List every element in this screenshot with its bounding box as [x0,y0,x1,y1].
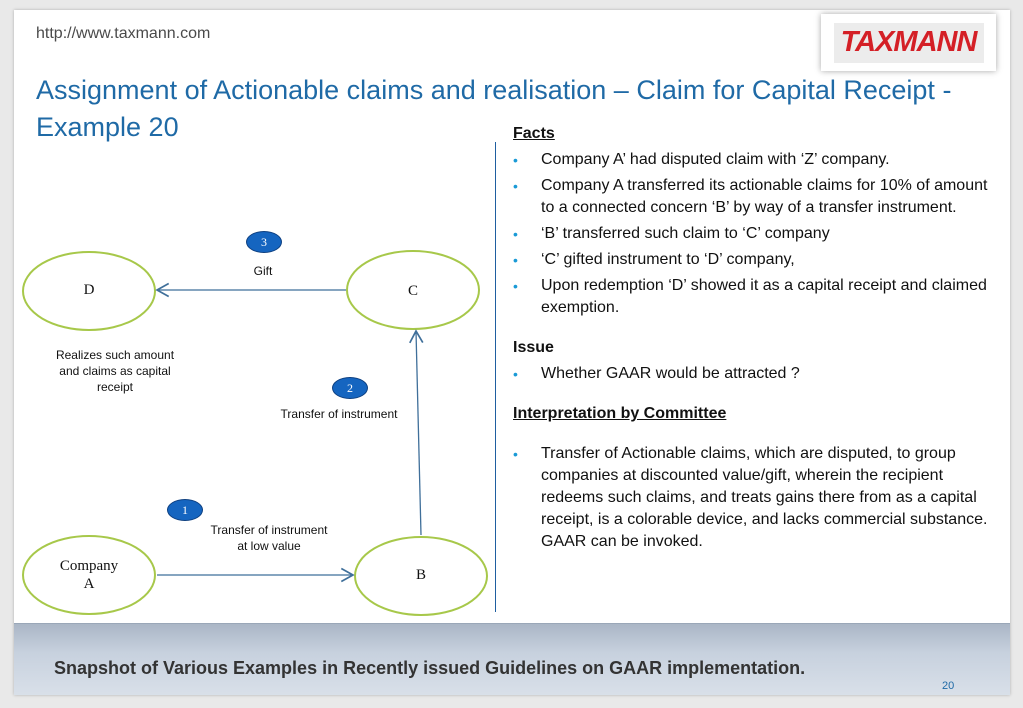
node-company-a-line1: Company [59,558,119,574]
bullet-icon: • [513,252,518,268]
logo-text: TAXMANN [840,26,978,58]
step-2-badge: 2 [332,377,368,399]
step-1-label-line2: at low value [237,539,301,553]
node-c-ellipse [346,250,480,330]
interpretation-list: • Transfer of Actionable claims, which ar… [513,443,993,553]
interpretation-heading: Interpretation by Committee [513,405,727,422]
website-url[interactable]: http://www.taxmann.com [36,25,211,42]
facts-panel: Facts • Company A’ had disputed claim wit… [513,123,993,557]
fact-text: Company A transferred its actionable cla… [541,177,988,216]
column-divider [495,142,496,612]
step-1-badge: 1 [167,499,203,521]
interpretation-text: Transfer of Actionable claims, which are… [541,445,988,550]
list-item: • ‘B’ transferred such claim to ‘C’ compa… [513,223,993,245]
slide-title: Assignment of Actionable claims and real… [36,75,952,142]
page-number: 20 [942,680,955,692]
bullet-icon: • [513,446,518,462]
node-d-note: Realizes such amount and claims as capit… [40,347,190,395]
bullet-icon: • [513,226,518,242]
fact-text: Upon redemption ‘D’ showed it as a capit… [541,277,987,316]
node-d-label: D [54,282,124,299]
list-item: • ‘C’ gifted instrument to ‘D’ company, [513,249,993,271]
node-b-ellipse [354,536,488,616]
bullet-icon: • [513,178,518,194]
step-3-label: Gift [253,264,273,278]
list-item: • Company A’ had disputed claim with ‘Z’ … [513,149,993,171]
facts-list: • Company A’ had disputed claim with ‘Z’ … [513,149,993,319]
bullet-icon: • [513,152,518,168]
footer-text: Snapshot of Various Examples in Recently… [54,658,806,678]
list-item: • Transfer of Actionable claims, which ar… [513,443,993,553]
fact-text: ‘C’ gifted instrument to ‘D’ company, [541,251,795,268]
facts-heading: Facts [513,125,555,142]
issue-list: • Whether GAAR would be attracted ? [513,363,993,385]
issue-text: Whether GAAR would be attracted ? [541,365,800,382]
arrow-b-to-c [409,329,424,536]
bullet-icon: • [513,278,518,294]
node-c-label: C [378,283,448,300]
fact-text: ‘B’ transferred such claim to ‘C’ compan… [541,225,830,242]
list-item: • Upon redemption ‘D’ showed it as a capi… [513,275,993,319]
step-1-label: Transfer of instrument at low value [194,522,344,554]
footer-bar: Snapshot of Various Examples in Recently… [14,623,1010,695]
step-3-badge: 3 [246,231,282,253]
node-company-a-ellipse [22,535,156,615]
logo-plate: TAXMANN [833,22,984,63]
node-d-ellipse [22,251,156,331]
node-d-note-line2: and claims as capital [59,364,171,378]
step-2-label: Transfer of instrument [280,407,398,421]
flow-diagram [22,250,488,616]
node-d-text: D [83,282,95,298]
node-company-a-label: Company A [44,557,134,593]
fact-text: Company A’ had disputed claim with ‘Z’ c… [541,151,890,168]
node-d-note-line3: receipt [96,380,134,394]
list-item: • Company A transferred its actionable cl… [513,175,993,219]
node-b-label: B [386,567,456,584]
bullet-icon: • [513,366,518,382]
taxmann-logo: TAXMANN [821,14,996,71]
list-item: • Whether GAAR would be attracted ? [513,363,993,385]
node-d-note-line1: Realizes such amount [55,348,175,362]
node-c-text: C [407,283,418,299]
node-b-text: B [415,567,426,583]
issue-heading: Issue [513,339,554,356]
node-company-a-line2: A [83,576,95,592]
step-1-label-line1: Transfer of instrument [210,523,328,537]
slide: http://www.taxmann.com TAXMANN Assignmen… [14,10,1010,695]
